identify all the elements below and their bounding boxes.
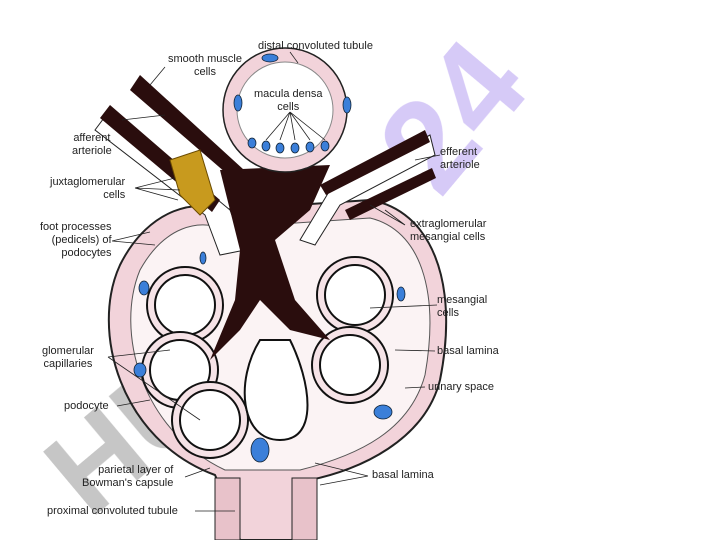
label-line: extraglomerular [410,218,487,230]
mesangium [210,165,330,360]
label-line: podocytes [61,247,112,259]
label-line: smooth muscle [168,53,242,65]
label-line: efferent [440,146,478,158]
label-line: macula densa [254,88,323,100]
label-podocyte: podocyte [64,400,109,412]
label-proximal-convoluted-tubule: proximal convoluted tubule [47,505,178,517]
label-line: glomerular [42,345,94,357]
label-line: cells [103,189,126,201]
label-line: arteriole [440,159,480,171]
label-line: mesangial cells [410,231,486,243]
label-line: arteriole [72,145,112,157]
label-line: foot processes [40,221,112,233]
label-line: (pedicels) of [51,234,112,246]
label-line: cells [277,101,300,113]
label-line: mesangial [437,294,488,306]
label-basal-lamina: basal lamina [437,345,499,357]
label-line: cells [193,66,216,78]
label-line: afferent [73,132,111,144]
label-line: parietal layer of [98,464,174,476]
label-line: capillaries [43,358,93,370]
label-urinary-space: urinary space [428,381,495,393]
arterioles [94,75,436,256]
label-distal-convoluted-tubule: distal convoluted tubule [258,40,373,52]
label-line: cells [437,307,460,319]
capillaries [141,256,394,459]
svg-text:24: 24 [350,13,555,218]
label-basal-lamina-2: basal lamina [372,469,434,481]
label-line: Bowman's capsule [82,477,174,489]
label-line: juxtaglomerular [50,176,126,188]
nuclei [133,53,406,463]
leader-lines [107,51,441,512]
